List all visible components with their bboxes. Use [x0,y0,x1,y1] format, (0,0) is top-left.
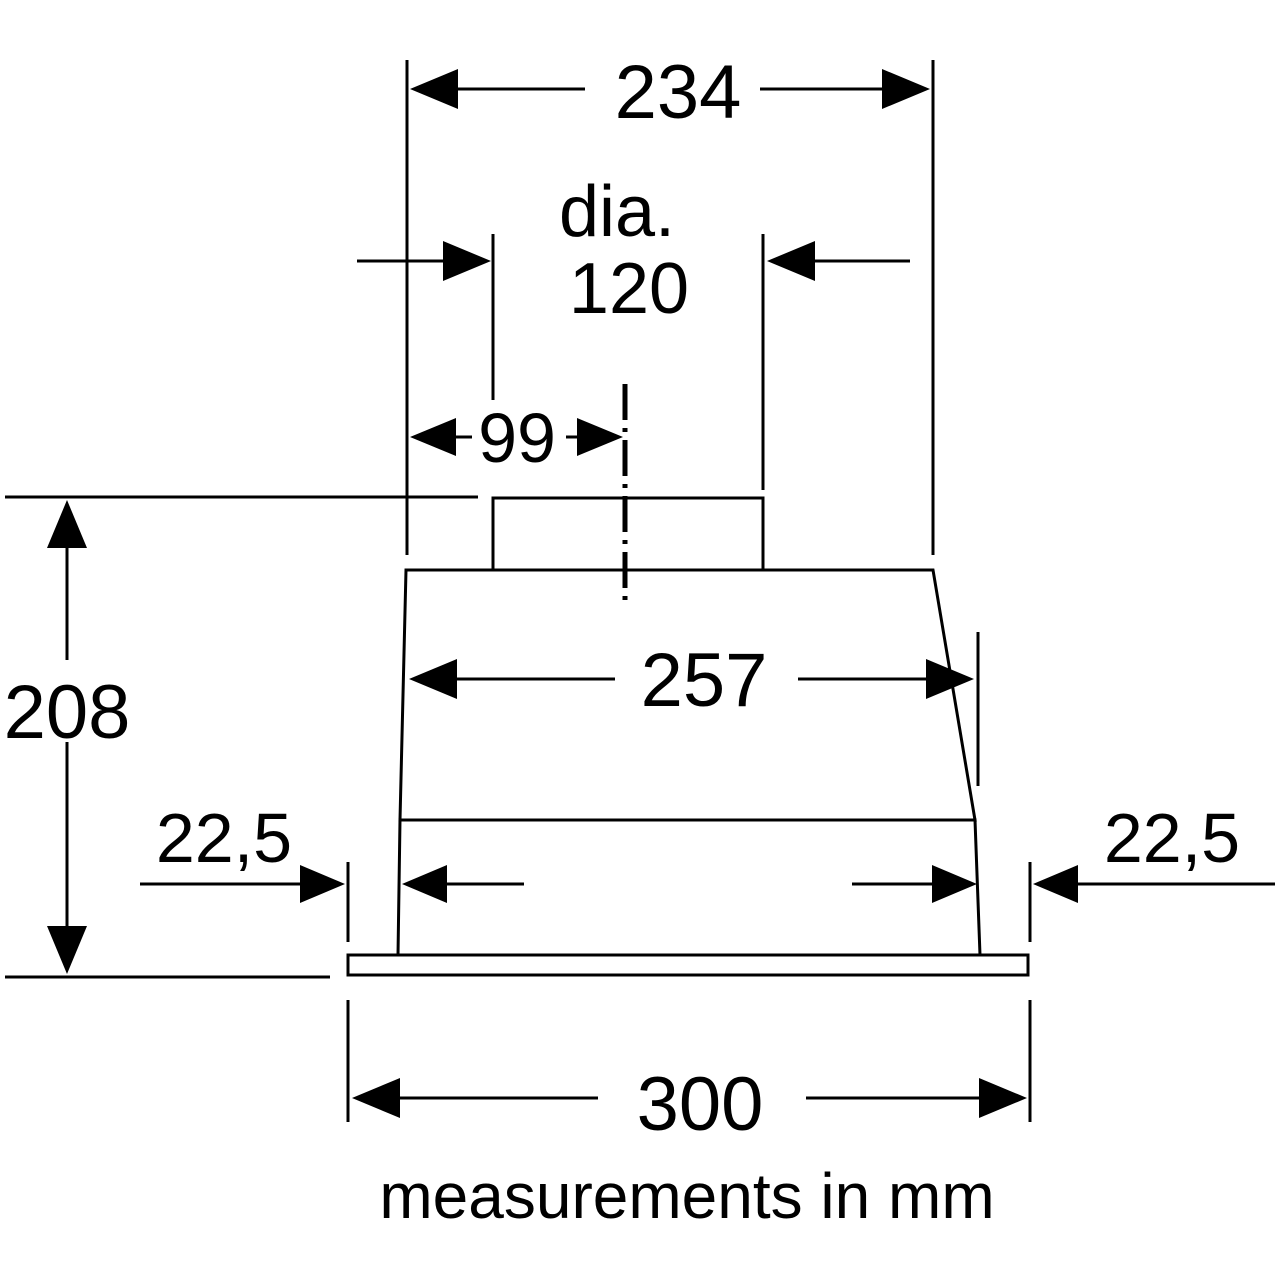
hood-bottom-panel [346,953,1030,977]
diameter-prefix-label: dia. [559,172,675,252]
hood-outline [346,384,1030,977]
dim-top-width: 234 [410,50,930,135]
dim-right-inset: 22,5 [852,799,1275,903]
dim-total-width: 300 [352,1062,1027,1147]
total-width-label: 300 [637,1062,764,1147]
hood-lower-body [396,818,982,957]
right-inset-label: 22,5 [1104,799,1240,877]
diameter-value-label: 120 [569,249,689,329]
exhaust-collar [491,496,765,572]
height-label: 208 [4,670,131,755]
dim-axis-offset: 99 [410,399,623,477]
body-width-label: 257 [641,638,768,723]
left-inset-label: 22,5 [156,799,292,877]
dim-left-inset: 22,5 [140,799,524,903]
units-caption: measurements in mm [379,1160,994,1232]
offset-label: 99 [478,399,556,477]
dim-body-width: 257 [409,638,974,723]
dim-duct-diameter: dia. 120 [357,172,910,329]
top-width-label: 234 [615,50,742,135]
dim-height: 208 [4,500,131,974]
extension-lines [5,60,1032,1122]
